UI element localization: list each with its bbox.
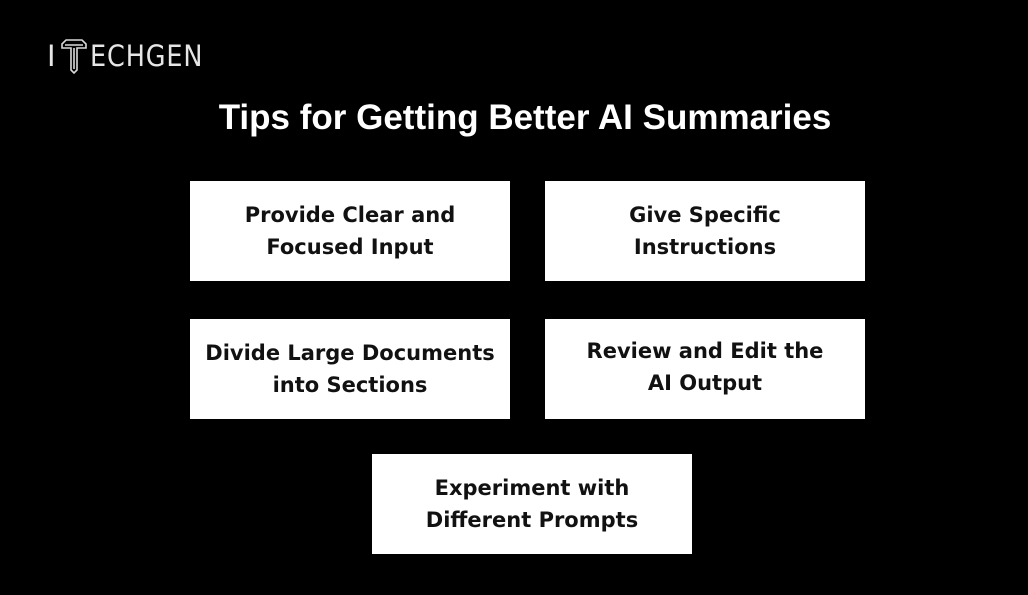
tip-line: Provide Clear and [244, 203, 456, 227]
tip-line: AI Output [647, 371, 763, 395]
tip-box-clear-input: Provide Clear and Focused Input [190, 181, 510, 281]
logo-text: ECHGEN [89, 39, 203, 73]
tip-line: Focused Input [266, 235, 434, 259]
tip-line: Different Prompts [425, 508, 639, 532]
itechgen-logo: I ECHGEN [47, 36, 218, 76]
tip-line: Review and Edit the [586, 339, 824, 363]
tip-line: Instructions [633, 235, 777, 259]
tip-box-divide-documents: Divide Large Documents into Sections [190, 319, 510, 419]
page-title: Tips for Getting Better AI Summaries [218, 98, 832, 137]
tip-line: into Sections [272, 373, 428, 397]
t-emblem-icon [60, 39, 87, 74]
logo-letter-i: I [47, 39, 57, 73]
tip-line: Give Specific [629, 203, 781, 227]
tip-line: Experiment with [434, 476, 630, 500]
tip-box-experiment-prompts: Experiment with Different Prompts [372, 454, 692, 554]
tip-box-specific-instructions: Give Specific Instructions [545, 181, 865, 281]
tip-box-review-output: Review and Edit the AI Output [545, 319, 865, 419]
tip-line: Divide Large Documents [205, 341, 495, 365]
